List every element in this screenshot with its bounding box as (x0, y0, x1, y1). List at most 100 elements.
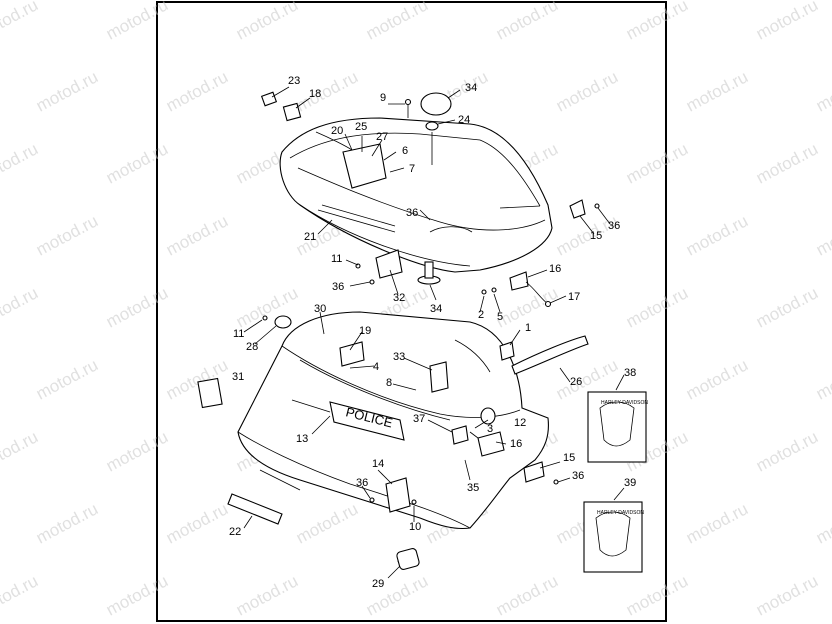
callout-14: 14 (372, 458, 384, 470)
watermark-text: motod.ru (753, 283, 821, 331)
callout-31: 31 (232, 371, 244, 383)
callout-28: 28 (246, 341, 258, 353)
callout-17: 17 (568, 291, 580, 303)
watermark-text: motod.ru (363, 0, 431, 44)
watermark-text: motod.ru (103, 283, 171, 331)
callout-15: 15 (563, 452, 575, 464)
watermark-text: motod.ru (683, 67, 751, 115)
watermark-text: motod.ru (233, 0, 301, 44)
watermark-text: motod.ru (813, 499, 832, 547)
loose-parts (197, 315, 589, 570)
watermark-text: motod.ru (163, 499, 231, 547)
callout-27: 27 (376, 131, 388, 143)
callout-1: 1 (525, 322, 531, 334)
watermark-text: motod.ru (683, 211, 751, 259)
lid-hardware (260, 91, 600, 308)
tour-pak-base: POLICE (237, 311, 559, 530)
watermark-text: motod.ru (553, 67, 621, 115)
watermark-text: motod.ru (813, 211, 832, 259)
callout-34: 34 (430, 303, 442, 315)
callout-11: 11 (233, 328, 244, 340)
watermark-text: motod.ru (293, 499, 361, 547)
callout-37: 37 (413, 413, 425, 425)
callout-3: 3 (487, 423, 493, 435)
callout-6: 6 (402, 145, 408, 157)
watermark-text: motod.ru (0, 0, 41, 44)
callout-24: 24 (458, 114, 470, 126)
watermark-text: motod.ru (623, 571, 691, 619)
watermark-text: motod.ru (293, 67, 361, 115)
watermark-text: motod.ru (33, 355, 101, 403)
callout-13: 13 (296, 433, 308, 445)
watermark-text: motod.ru (103, 571, 171, 619)
watermark-text: motod.ru (163, 211, 231, 259)
callout-2: 2 (478, 309, 484, 321)
callout-23: 23 (288, 75, 300, 87)
callout-21: 21 (304, 231, 316, 243)
callout-36: 36 (572, 470, 584, 482)
diagram-frame (156, 1, 667, 622)
callout-26: 26 (570, 376, 582, 388)
watermark-text: motod.ru (0, 283, 41, 331)
watermark-text: motod.ru (753, 0, 821, 44)
watermark-text: motod.ru (553, 211, 621, 259)
leader-lines (243, 86, 625, 579)
tour-pak-lid (279, 117, 553, 273)
callout-36: 36 (332, 281, 344, 293)
watermark-text: motod.ru (33, 499, 101, 547)
callout-20: 20 (331, 125, 343, 137)
callout-29: 29 (372, 578, 384, 590)
watermark-text: motod.ru (233, 571, 301, 619)
watermark-text: motod.ru (813, 67, 832, 115)
watermark-text: motod.ru (493, 0, 561, 44)
callout-38: 38 (624, 367, 636, 379)
callout-22: 22 (229, 526, 241, 538)
watermark-text: motod.ru (103, 139, 171, 187)
watermark-text: motod.ru (623, 283, 691, 331)
callout-4: 4 (373, 361, 379, 373)
watermark-text: motod.ru (493, 571, 561, 619)
watermark-text: motod.ru (0, 571, 41, 619)
callout-16: 16 (549, 263, 561, 275)
watermark-text: motod.ru (103, 0, 171, 44)
watermark-text: motod.ru (623, 139, 691, 187)
callout-8: 8 (386, 377, 392, 389)
callout-9: 9 (380, 92, 386, 104)
watermark-text: motod.ru (103, 427, 171, 475)
callout-7: 7 (409, 163, 415, 175)
watermark-text: motod.ru (623, 0, 691, 44)
callout-35: 35 (467, 482, 479, 494)
callout-36: 36 (406, 207, 418, 219)
callout-16: 16 (510, 438, 522, 450)
callout-30: 30 (314, 303, 326, 315)
callout-11: 11 (331, 253, 342, 265)
callout-5: 5 (497, 311, 503, 323)
watermark-text: motod.ru (0, 139, 41, 187)
watermark-text: motod.ru (753, 571, 821, 619)
callout-36: 36 (356, 477, 368, 489)
watermark-text: motod.ru (0, 427, 41, 475)
watermark-text: motod.ru (683, 499, 751, 547)
callout-12: 12 (514, 417, 526, 429)
gasket-kit-box-39: HARLEY-DAVIDSON (583, 501, 644, 573)
watermark-text: motod.ru (163, 67, 231, 115)
watermark-text: motod.ru (753, 139, 821, 187)
callout-25: 25 (355, 121, 367, 133)
callout-18: 18 (309, 88, 321, 100)
callout-labels: 1234567891011111213141515161617181920212… (229, 75, 636, 590)
watermark-text: motod.ru (33, 67, 101, 115)
callout-32: 32 (393, 292, 405, 304)
callout-36: 36 (608, 220, 620, 232)
callout-39: 39 (624, 477, 636, 489)
watermark-text: motod.ru (33, 211, 101, 259)
watermark-text: motod.ru (753, 427, 821, 475)
kit-box-39-label: HARLEY-DAVIDSON (597, 510, 644, 516)
watermark-text: motod.ru (813, 355, 832, 403)
kit-box-38-label: HARLEY-DAVIDSON (601, 400, 648, 406)
callout-10: 10 (409, 521, 421, 533)
callout-34: 34 (465, 82, 477, 94)
watermark-text: motod.ru (683, 355, 751, 403)
callout-19: 19 (359, 325, 371, 337)
